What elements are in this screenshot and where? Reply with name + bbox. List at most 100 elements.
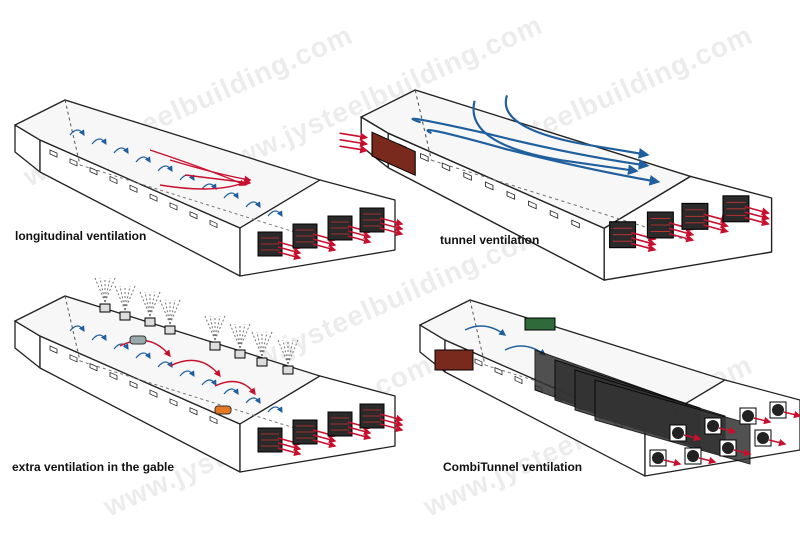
- exhaust-arrow: [744, 211, 770, 221]
- window: [474, 358, 483, 367]
- window: [49, 149, 58, 158]
- tunnel-inlet: [371, 131, 416, 177]
- fan-blade: [687, 450, 699, 462]
- mist-spray: [169, 299, 176, 325]
- exhaust-arrow: [718, 426, 737, 435]
- label-extra-ventilation-gable: extra ventilation in the gable: [12, 460, 175, 474]
- mist-spray: [209, 315, 216, 341]
- airflow-arrow-red: [169, 159, 252, 183]
- window: [189, 211, 198, 220]
- window: [189, 407, 198, 416]
- fan-blade: [742, 410, 754, 422]
- interior-edge: [414, 89, 432, 161]
- airflow-arrow-blue: [245, 397, 261, 405]
- airflow-arrow-red: [119, 339, 171, 358]
- window: [441, 162, 451, 172]
- exhaust-arrow: [312, 434, 337, 444]
- roof-sprinkler: [256, 357, 268, 367]
- exhaust-arrow: [379, 227, 404, 237]
- mist-spray: [282, 339, 289, 365]
- airflow-arrow-blue: [201, 379, 217, 387]
- mist-spray: [119, 285, 126, 311]
- mist-spray: [261, 331, 268, 357]
- airflow-arrow-blue: [426, 129, 661, 186]
- tunnel-inlet: [434, 349, 474, 371]
- barn: [13, 277, 404, 473]
- exhaust-arrow: [379, 423, 404, 433]
- airflow-arrow-blue: [113, 343, 129, 351]
- airflow-arrow-blue: [245, 201, 261, 209]
- roof-sprinkler: [99, 303, 111, 313]
- exhaust-arrow: [347, 431, 372, 441]
- mist-spray: [149, 291, 156, 317]
- airflow-arrow-blue: [267, 406, 283, 414]
- mist-spray: [104, 277, 116, 303]
- fan-blade: [772, 404, 784, 416]
- interior-edge: [469, 299, 486, 366]
- mist-spray: [204, 315, 216, 341]
- fan-blade: [672, 427, 684, 439]
- exhaust-arrow: [698, 456, 717, 465]
- airflow-arrow-blue: [91, 138, 107, 146]
- airflow-arrow-red: [214, 380, 256, 396]
- fan-blade: [757, 432, 769, 444]
- exhaust-arrow: [277, 447, 302, 457]
- roof-sprinkler: [282, 365, 294, 375]
- mist-spray: [159, 299, 171, 325]
- barn: [418, 299, 800, 477]
- roof-sprinkler: [164, 325, 176, 335]
- heater: [214, 405, 232, 415]
- airflow-arrow-blue: [69, 325, 85, 333]
- window: [109, 175, 118, 185]
- window: [89, 167, 98, 176]
- exhaust-arrow: [783, 410, 800, 419]
- mist-spray: [239, 323, 251, 349]
- airflow-arrow-blue: [472, 100, 639, 176]
- mist-spray: [124, 285, 131, 311]
- airflow-arrow-blue: [179, 370, 195, 378]
- fan-blade: [707, 420, 719, 432]
- window: [169, 202, 178, 211]
- mist-spray: [104, 277, 111, 303]
- exhaust-arrow: [347, 230, 372, 240]
- mist-spray: [169, 299, 181, 325]
- roof-sprinkler: [144, 317, 156, 327]
- circulation-fan: [129, 335, 147, 345]
- window: [149, 193, 158, 202]
- mist-spray: [239, 323, 246, 349]
- mist-spray: [99, 277, 106, 303]
- mist-spray: [144, 291, 151, 317]
- window: [506, 190, 515, 200]
- exhaust-arrow: [347, 235, 372, 245]
- airflow-arrow-blue: [223, 388, 239, 396]
- window: [463, 171, 472, 181]
- exhaust-arrow: [703, 218, 729, 229]
- interior-edge: [64, 99, 81, 166]
- window: [549, 209, 559, 219]
- airflow-arrow-blue: [223, 192, 239, 200]
- inlet-arrow: [339, 132, 369, 141]
- mist-spray: [139, 291, 151, 317]
- exhaust-arrow: [630, 237, 657, 247]
- airflow-arrow-red: [159, 179, 252, 190]
- mist-spray: [214, 315, 221, 341]
- airflow-arrow-blue: [135, 352, 151, 360]
- window: [49, 345, 58, 354]
- cooling-pad: [524, 317, 556, 331]
- airflow-arrow-blue: [464, 325, 507, 336]
- window: [514, 375, 523, 385]
- mist-spray: [234, 323, 241, 349]
- window: [528, 200, 537, 210]
- label-longitudinal-ventilation: longitudinal ventilation: [15, 229, 147, 243]
- mist-spray: [277, 339, 289, 365]
- label-combitunnel-ventilation: CombiTunnel ventilation: [443, 460, 583, 474]
- mist-spray: [94, 277, 106, 303]
- exhaust-arrow: [753, 416, 772, 425]
- window: [209, 219, 218, 229]
- exhaust-arrow: [277, 442, 302, 452]
- window: [149, 389, 158, 398]
- window: [420, 152, 429, 162]
- exhaust-arrow: [703, 224, 729, 234]
- mist-spray: [287, 339, 299, 365]
